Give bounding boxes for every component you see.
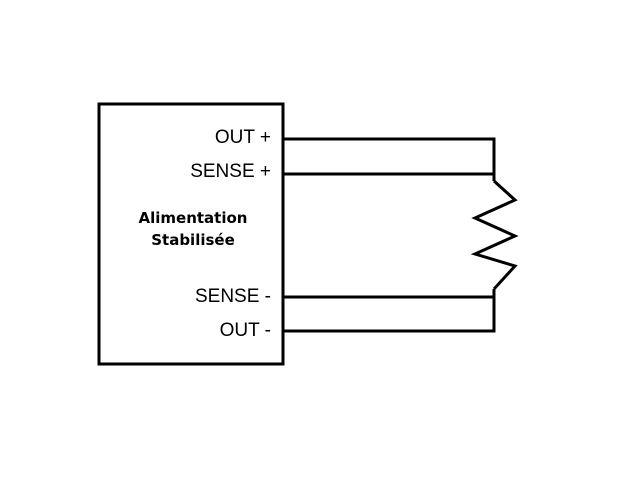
supply-title-line2: Stabilisée	[151, 231, 235, 249]
terminal-label-sense-plus: SENSE +	[190, 161, 271, 182]
terminal-label-out-plus: OUT +	[215, 127, 271, 148]
wire-out-plus	[283, 137, 496, 181]
load-resistor	[470, 179, 519, 291]
power-supply-box	[97, 102, 285, 366]
terminal-label-out-minus: OUT -	[220, 320, 271, 341]
terminal-label-sense-minus: SENSE -	[195, 286, 271, 307]
wire-out-minus	[283, 289, 496, 333]
supply-title-line1: Alimentation	[139, 209, 248, 227]
